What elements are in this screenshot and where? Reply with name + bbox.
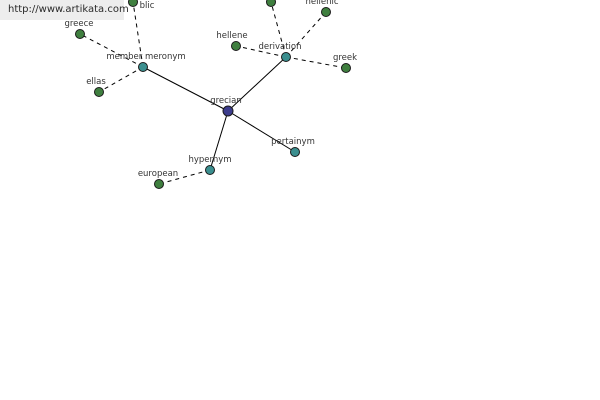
node-derivation-top[interactable] (266, 0, 276, 7)
node-label-greek[interactable]: greek (333, 53, 357, 63)
node-label-hellene[interactable]: hellene (216, 31, 247, 41)
node-label-hellenic[interactable]: hellenic (306, 0, 339, 7)
node-label-member-meronym[interactable]: member meronym (106, 52, 185, 62)
node-member-meronym[interactable] (138, 62, 148, 72)
node-hypernym[interactable] (205, 165, 215, 175)
edge-member-meronym-to-republic (132, 1, 144, 68)
edge-derivation-to-greek (285, 56, 347, 69)
site-url-banner[interactable]: http://www.artikata.com (0, 0, 129, 20)
edge-derivation-to-derivation-top (270, 1, 287, 58)
edge-grecian-to-member-meronym (142, 66, 229, 112)
edge-derivation-to-hellenic (285, 11, 327, 58)
node-european[interactable] (154, 179, 164, 189)
edge-member-meronym-to-greece (79, 33, 144, 68)
node-hellene[interactable] (231, 41, 241, 51)
node-label-ellas[interactable]: ellas (86, 77, 106, 87)
node-derivation[interactable] (281, 52, 291, 62)
node-label-derivation[interactable]: derivation (258, 42, 301, 52)
edge-hypernym-to-european (158, 169, 211, 185)
node-label-grecian[interactable]: grecian (210, 96, 242, 106)
node-republic[interactable] (128, 0, 138, 7)
edge-grecian-to-pertainym (227, 110, 296, 153)
labels-layer: grecian member meronym derivation hypernym p… (64, 0, 357, 179)
nodes-layer (75, 0, 351, 189)
edge-member-meronym-to-ellas (98, 66, 144, 93)
node-grecian[interactable] (222, 105, 234, 117)
edges-layer (79, 1, 347, 185)
node-greece[interactable] (75, 29, 85, 39)
node-label-european[interactable]: european (138, 169, 178, 179)
edge-grecian-to-derivation (227, 56, 287, 112)
node-ellas[interactable] (94, 87, 104, 97)
node-label-pertainym[interactable]: pertainym (271, 137, 315, 147)
node-hellenic[interactable] (321, 7, 331, 17)
node-greek[interactable] (341, 63, 351, 73)
node-label-greece[interactable]: greece (64, 19, 93, 29)
node-label-republic[interactable]: blic (140, 1, 155, 11)
node-pertainym[interactable] (290, 147, 300, 157)
edge-derivation-to-hellene (235, 45, 287, 58)
node-label-hypernym[interactable]: hypernym (188, 155, 231, 165)
edge-grecian-to-hypernym (209, 110, 229, 171)
